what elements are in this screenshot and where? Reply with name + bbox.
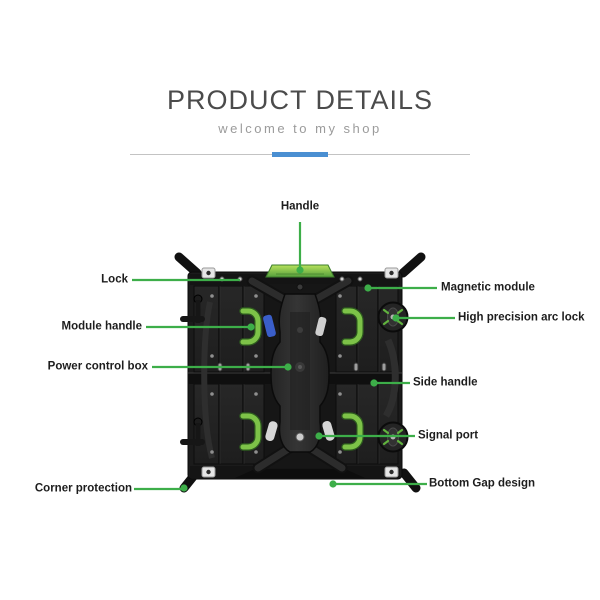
blue-latch	[263, 314, 276, 338]
callout-dot-arc-lock	[392, 314, 400, 322]
callout-dot-side-handle	[370, 379, 378, 387]
callout-dot-signal-port	[315, 432, 323, 440]
corner-plates	[201, 267, 399, 478]
callout-lines	[132, 222, 455, 491]
label-handle: Handle	[280, 200, 320, 213]
callout-dot-magnetic-module	[364, 284, 372, 292]
callout-dots	[180, 266, 400, 492]
white-latch	[315, 316, 327, 337]
label-signal-port: Signal port	[418, 429, 479, 442]
label-corner-protection: Corner protection	[34, 482, 132, 495]
screws	[210, 276, 387, 454]
label-lock: Lock	[101, 273, 128, 286]
module-handles	[239, 307, 364, 451]
lock-levers	[180, 294, 205, 446]
corner-lever-top-right	[398, 252, 426, 278]
label-bottom-gap-design: Bottom Gap design	[429, 477, 536, 490]
page-title: PRODUCT DETAILS	[166, 85, 434, 115]
page-header: PRODUCT DETAILS welcome to my shop	[0, 85, 600, 136]
panel-image	[174, 252, 426, 493]
header-divider	[130, 152, 470, 157]
callout-dot-bottom-gap	[329, 480, 337, 488]
label-side-handle: Side handle	[413, 376, 478, 389]
label-high-precision-arc-lock: High precision arc lock	[458, 311, 585, 324]
callout-dot-corner-protection	[180, 484, 188, 492]
label-magnetic-module: Magnetic module	[441, 281, 535, 294]
header-divider-accent	[272, 152, 328, 157]
corner-foot-bottom-right	[399, 468, 421, 493]
label-module-handle: Module handle	[61, 320, 143, 333]
label-power-control-box: Power control box	[47, 360, 148, 373]
page-subtitle: welcome to my shop	[218, 120, 382, 136]
corner-lever-top-left	[174, 252, 202, 278]
callout-dot-power-control-box	[284, 363, 292, 371]
side-handle-rail	[382, 338, 399, 418]
callout-dot-handle	[296, 266, 304, 274]
callout-dot-module-handle	[247, 323, 255, 331]
